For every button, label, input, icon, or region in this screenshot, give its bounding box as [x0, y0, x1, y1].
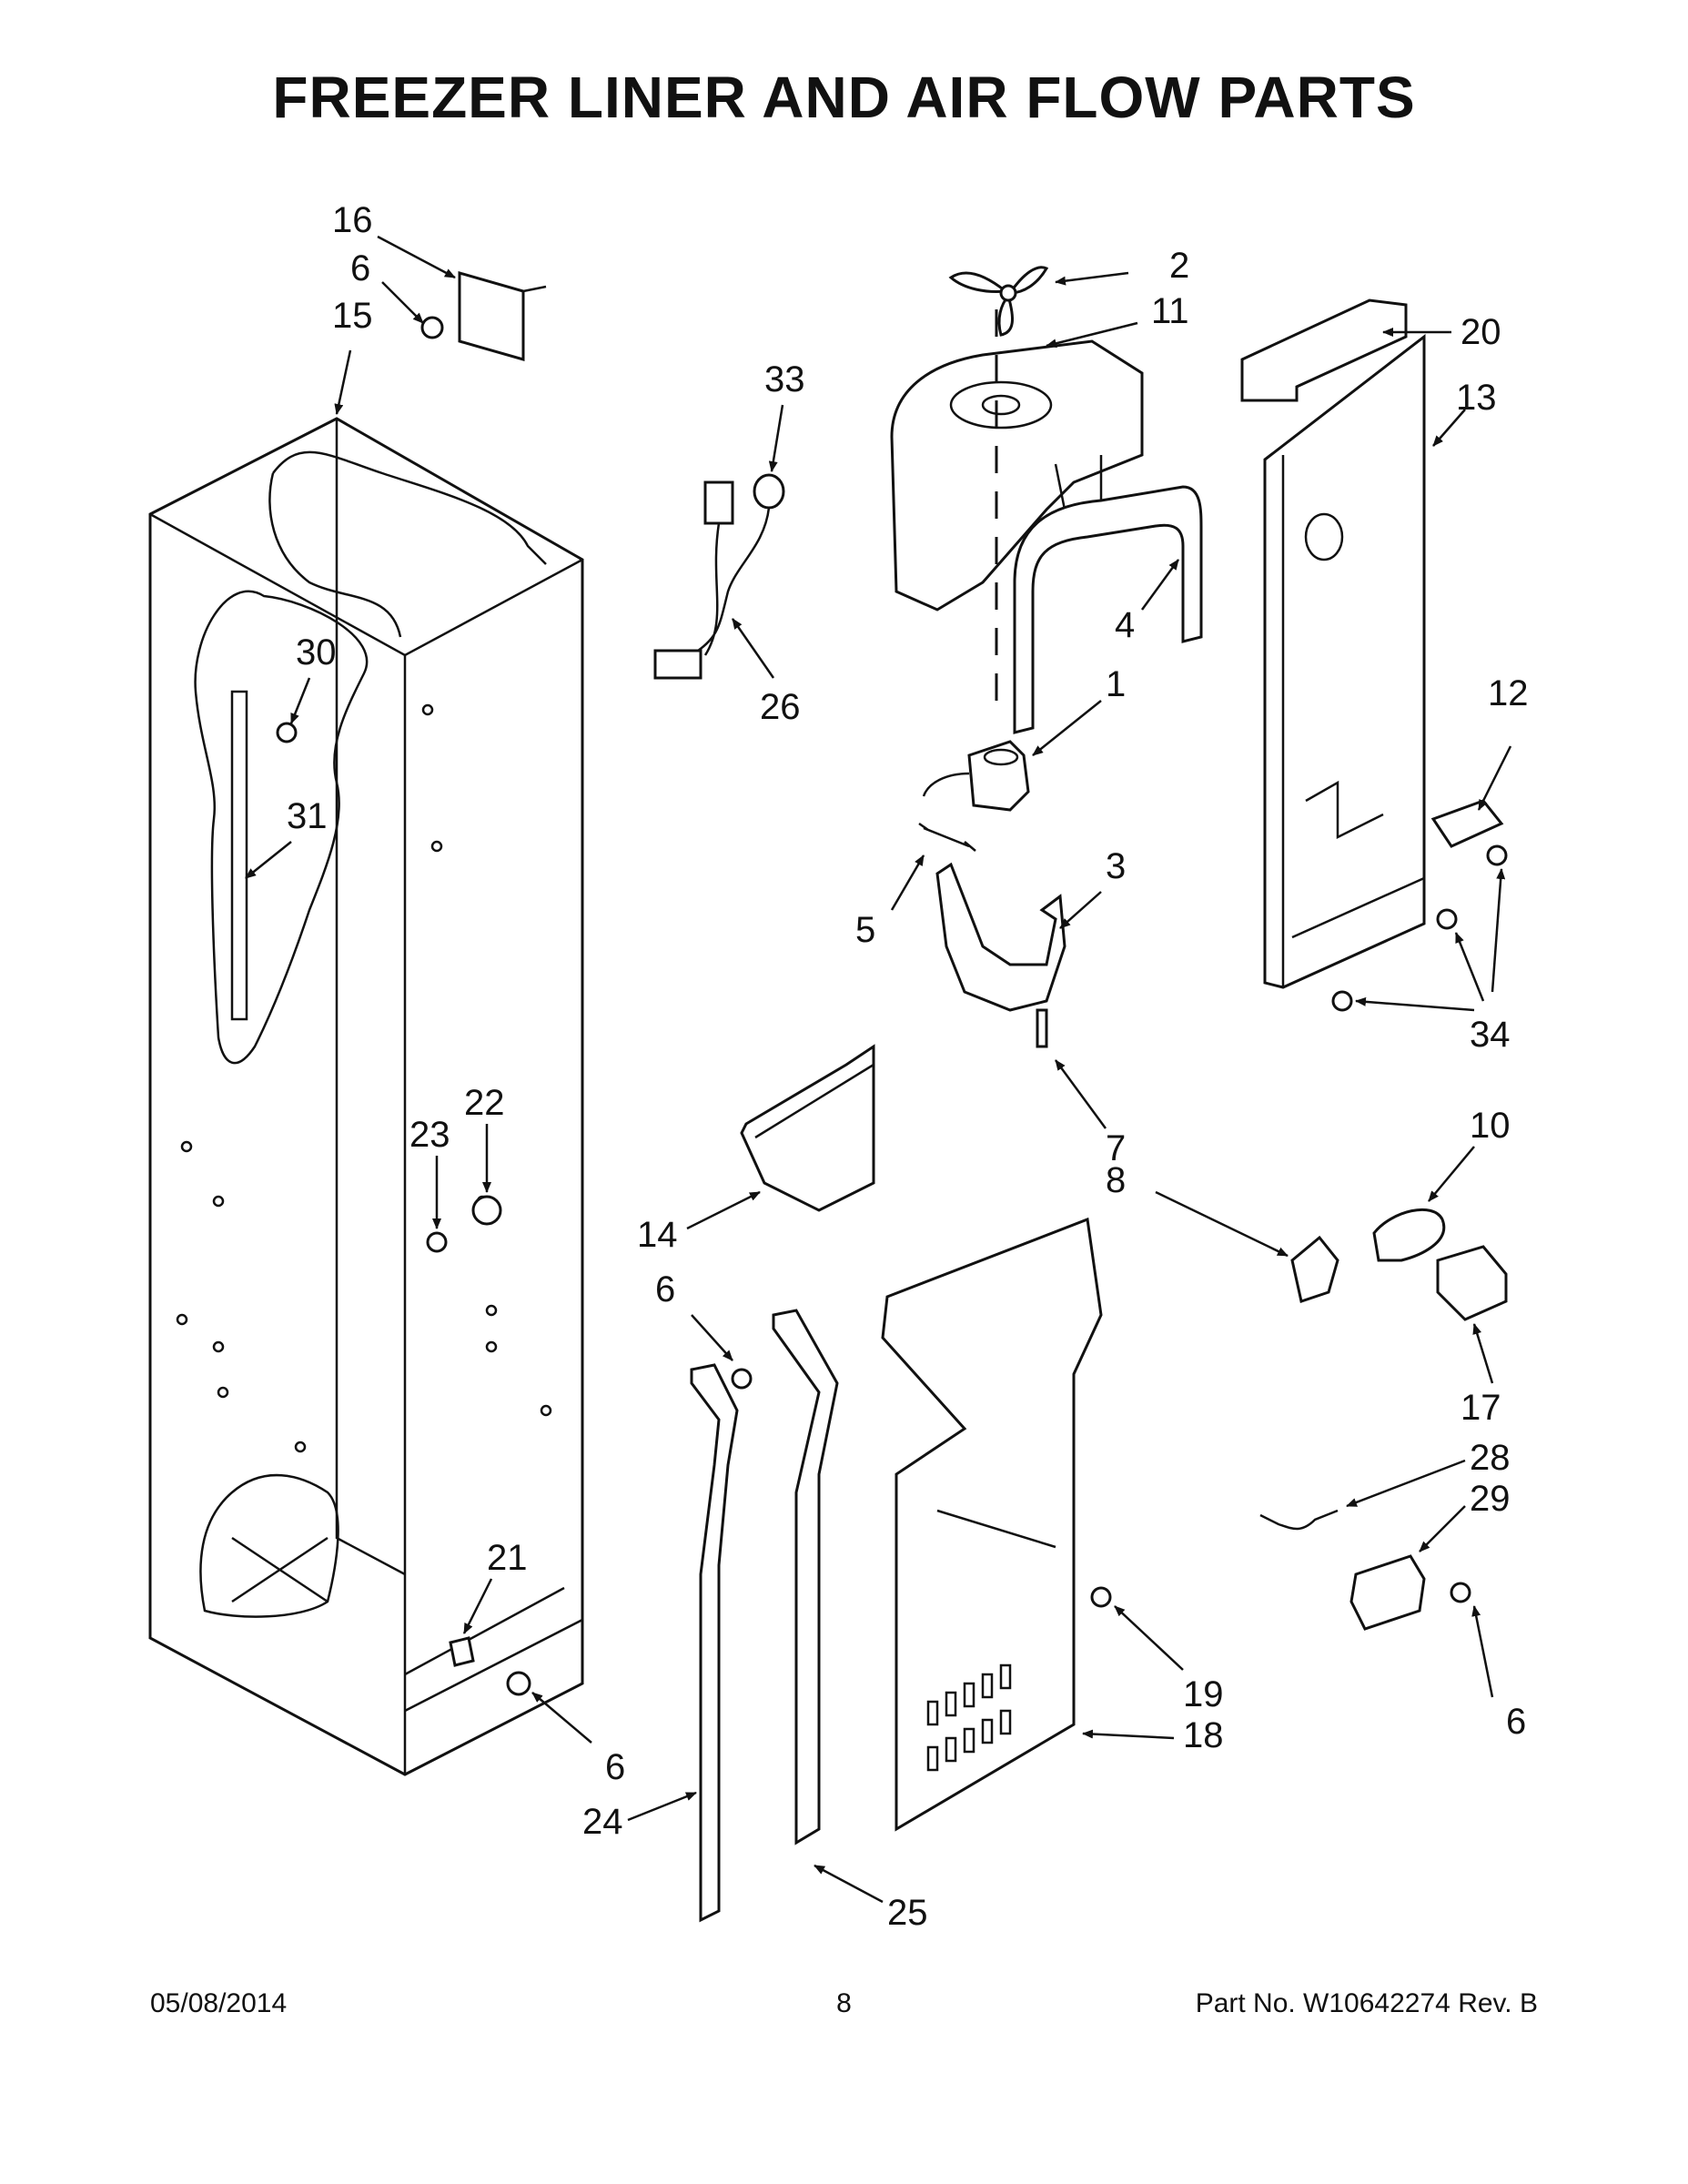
callout-29: 29	[1470, 1479, 1511, 1519]
callout-21: 21	[487, 1538, 528, 1578]
callout-8: 8	[1106, 1160, 1126, 1200]
callout-28: 28	[1470, 1438, 1511, 1478]
screw-part-23	[426, 1231, 448, 1253]
callout-labels: 16 6 15 33 26 2 11 20 13 4 1 12 30 31 5 …	[287, 200, 1529, 1933]
callout-18: 18	[1183, 1715, 1224, 1755]
page-title: FREEZER LINER AND AIR FLOW PARTS	[272, 65, 1416, 130]
callout-13: 13	[1456, 378, 1497, 418]
screw-part-6c	[506, 1671, 531, 1696]
light-socket-part	[1290, 1235, 1339, 1303]
callout-4: 4	[1115, 605, 1135, 645]
air-duct-part	[740, 1044, 875, 1212]
callout-11: 11	[1151, 291, 1189, 331]
screw-part-34b	[1436, 908, 1458, 930]
freezer-liner-part	[148, 417, 584, 1776]
gasket-part	[1013, 485, 1203, 734]
wire-part-5	[918, 822, 976, 852]
callout-12: 12	[1488, 673, 1529, 713]
clip-part-21	[449, 1636, 475, 1667]
footer-part-number: Part No. W10642274 Rev. B	[1195, 1988, 1538, 2018]
wire-harness-part	[653, 473, 785, 680]
callout-30: 30	[296, 632, 337, 672]
screw-part-6d	[1450, 1582, 1471, 1603]
callout-7: 7	[1106, 1128, 1126, 1168]
control-part-29	[1349, 1554, 1426, 1631]
callout-6: 6	[605, 1747, 625, 1787]
screw-part	[420, 316, 444, 339]
screw-part-30	[276, 722, 298, 743]
callout-22: 22	[464, 1083, 505, 1123]
screw-part-19	[1090, 1586, 1112, 1608]
light-shield-part	[1436, 1245, 1508, 1321]
callout-24: 24	[582, 1802, 623, 1842]
callout-6: 6	[655, 1269, 675, 1309]
fan-motor-part	[922, 740, 1030, 812]
evaporator-cover-part	[881, 1217, 1103, 1832]
screw-part-34a	[1486, 844, 1508, 866]
bracket-part-16	[458, 271, 547, 361]
callout-17: 17	[1461, 1388, 1501, 1428]
callout-20: 20	[1461, 312, 1501, 352]
callout-2: 2	[1169, 246, 1189, 286]
bracket-part-24	[690, 1363, 739, 1923]
light-bulb-part	[1372, 1208, 1446, 1262]
screw-part-7	[1036, 1008, 1048, 1048]
callout-15: 15	[332, 296, 373, 336]
callout-6: 6	[1506, 1702, 1526, 1742]
callout-19: 19	[1183, 1674, 1224, 1714]
thermistor-part	[471, 1195, 502, 1226]
gasket-part-25	[772, 1309, 839, 1845]
callout-3: 3	[1106, 846, 1126, 886]
callout-31: 31	[287, 796, 328, 836]
callout-14: 14	[637, 1215, 678, 1255]
callout-34: 34	[1470, 1015, 1511, 1055]
callout-25: 25	[887, 1893, 928, 1933]
footer-date: 05/08/2014	[150, 1988, 288, 2018]
screw-part-6b	[731, 1368, 753, 1390]
callout-26: 26	[760, 687, 801, 727]
callout-33: 33	[764, 359, 805, 399]
sensor-part-12	[1430, 799, 1504, 848]
fan-shroud-part	[890, 339, 1144, 612]
motor-bracket-part	[935, 862, 1066, 1012]
footer-page-number: 8	[836, 1988, 852, 2018]
screw-part-34c	[1331, 990, 1353, 1012]
callout-leaders	[245, 235, 1512, 1904]
wire-part-28	[1259, 1509, 1339, 1531]
callout-23: 23	[409, 1115, 450, 1155]
fan-blade-part	[948, 266, 1049, 337]
callout-5: 5	[855, 910, 875, 950]
callout-1: 1	[1106, 664, 1126, 704]
callout-10: 10	[1470, 1106, 1511, 1146]
rear-panel-part	[1263, 333, 1426, 989]
callout-6: 6	[350, 248, 370, 288]
callout-16: 16	[332, 200, 373, 240]
cover-part-20	[1240, 298, 1408, 402]
